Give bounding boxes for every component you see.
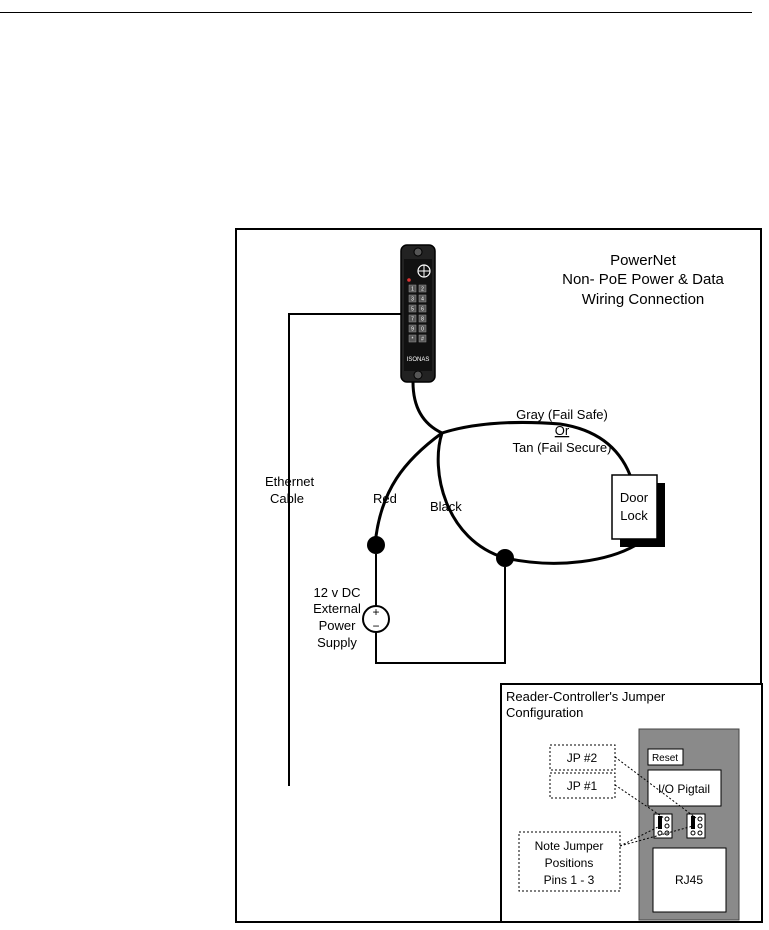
black-wire-label: Black [430,499,462,514]
note-line-2: Positions [545,856,594,870]
rj45-label: RJ45 [675,873,703,887]
tan-wire-label: Tan (Fail Secure) [513,440,612,455]
jumper-panel-title-line-2: Configuration [506,705,583,720]
or-label: Or [555,423,570,438]
power-minus-sign: − [372,619,379,633]
keypad-key-label: 3 [411,297,414,303]
jp2-label: JP #2 [567,751,598,765]
io-pigtail-label: I/O Pigtail [658,782,710,796]
reset-label: Reset [652,753,678,764]
jp1-label: JP #1 [567,779,598,793]
keypad-key-label: # [421,337,424,343]
diagram-title-line-2: Non- PoE Power & Data [562,271,724,288]
diagram-title-line-1: PowerNet [610,252,677,269]
keypad-key-label: 8 [421,317,424,323]
power-supply-label-line-1: 12 v DC [314,585,361,600]
jumper-panel-title-line-1: Reader-Controller's Jumper [506,689,666,704]
power-plus-sign: + [372,605,379,619]
note-line-3: Pins 1 - 3 [544,873,595,887]
note-line-1: Note Jumper [535,839,604,853]
ground-return-line [376,567,505,663]
diagram-title-line-3: Wiring Connection [582,291,705,308]
black-wire [438,433,505,558]
black-junction-dot [496,549,514,567]
keypad-key-label: 7 [411,317,414,323]
power-supply-label-line-4: Supply [317,635,357,650]
keypad-key-label: 2 [421,287,424,293]
keypad-key-label: * [412,337,414,343]
door-lock-label-line-2: Lock [620,508,648,523]
power-supply-label-line-3: Power [319,618,357,633]
reader-brand-label: ISONAS [407,357,430,363]
door-lock-label-line-1: Door [620,490,649,505]
reader-device: 1 2 3 4 5 6 7 8 9 0 * # ISONAS [401,245,435,382]
power-supply-label-line-2: External [313,601,361,616]
red-junction-dot [367,536,385,554]
keypad-key-label: 5 [411,307,414,313]
ethernet-cable-label-line-2: Cable [270,491,304,506]
reader-cable [413,382,442,433]
door-lock-box [612,475,657,539]
keypad-key-label: 1 [411,287,414,293]
keypad-key-label: 4 [421,297,424,303]
ethernet-cable-label-line-1: Ethernet [265,474,315,489]
red-wire [375,433,442,545]
red-wire-label: Red [373,491,397,506]
black-to-lock-wire [505,545,636,563]
ethernet-cable [289,314,403,786]
keypad-key-label: 9 [411,327,414,333]
keypad-key-label: 6 [421,307,424,313]
gray-wire-label: Gray (Fail Safe) [516,407,608,422]
keypad-key-label: 0 [421,327,424,333]
reader-status-led [407,278,411,282]
